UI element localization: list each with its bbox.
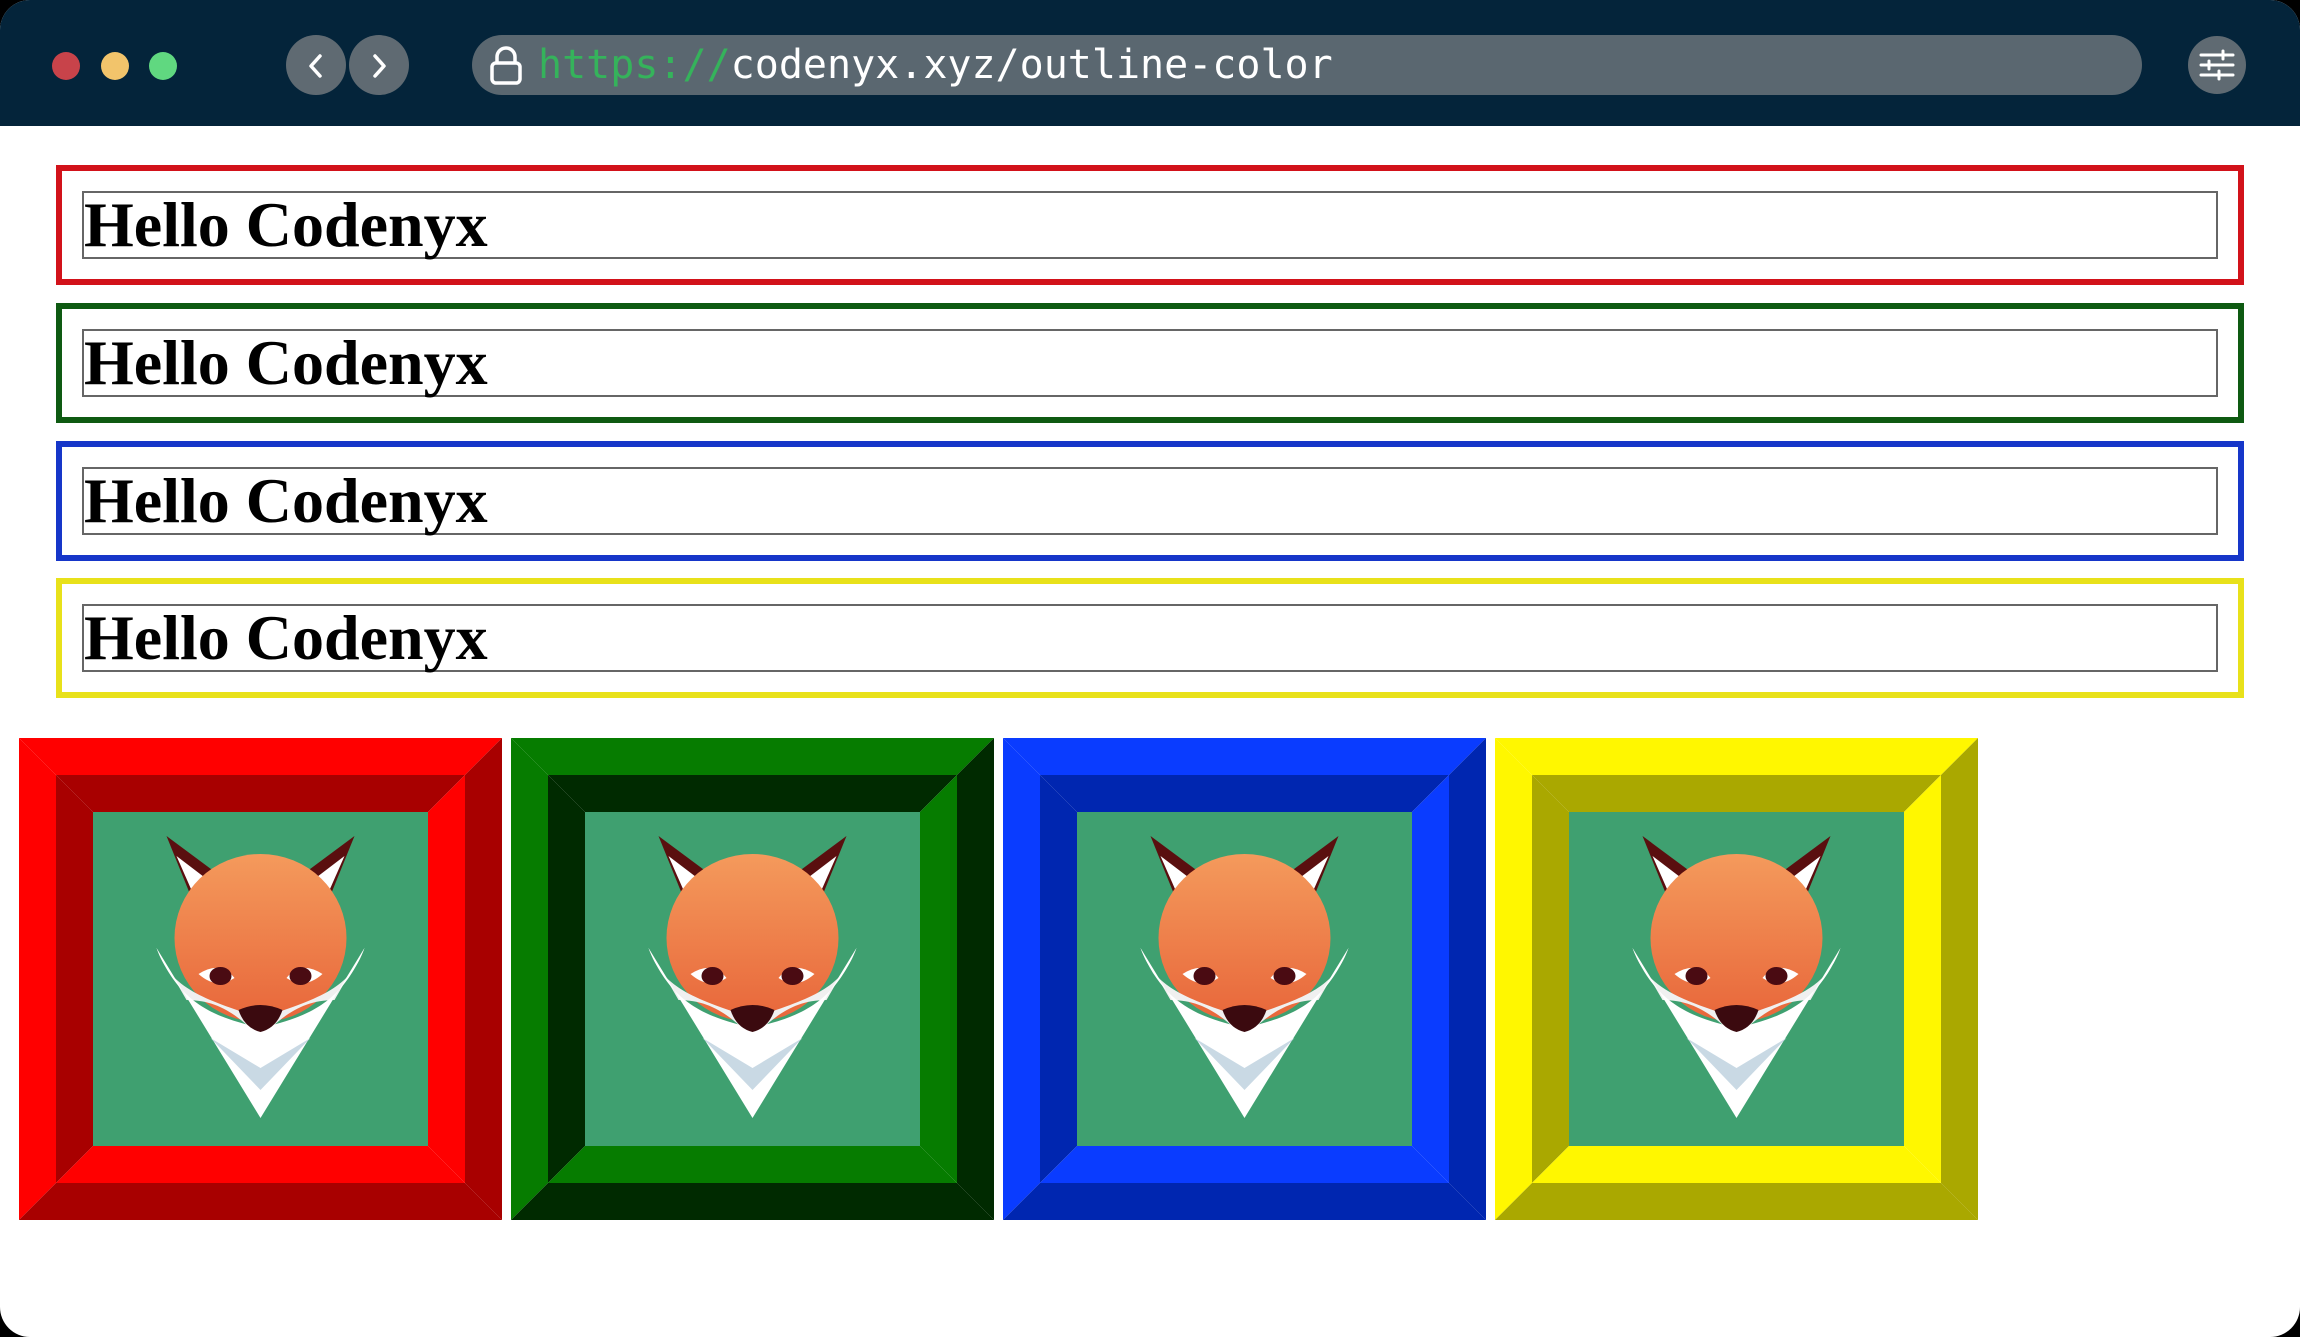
outline-frame-segment	[1412, 775, 1449, 1183]
heading-box: Hello Codenyx	[82, 189, 2218, 260]
back-button[interactable]	[286, 35, 346, 95]
heading-text: Hello Codenyx	[84, 189, 488, 260]
heading-text: Hello Codenyx	[84, 602, 488, 673]
outline-frame-segment	[19, 738, 56, 1220]
outline-frame-segment	[548, 775, 957, 812]
outline-frame-segment	[56, 775, 93, 1183]
chevron-left-icon	[309, 54, 322, 78]
sliders-icon	[2199, 49, 2235, 81]
outline-frame-segment	[957, 738, 994, 1220]
heading-box: Hello Codenyx	[82, 465, 2218, 536]
outline-frame-segment	[1003, 738, 1486, 775]
outline-frame-segment	[548, 775, 585, 1183]
heading-box: Hello Codenyx	[82, 327, 2218, 398]
outline-box-green: Hello Codenyx	[56, 303, 2244, 423]
chevron-right-icon	[373, 54, 386, 78]
outline-frame-segment	[1532, 775, 1569, 1183]
outline-frame-segment	[1941, 738, 1978, 1220]
minimize-window-button[interactable]	[101, 52, 129, 80]
outline-frame-segment	[1495, 738, 1532, 1220]
outline-frame-segment	[1003, 738, 1040, 1220]
outline-frame-segment	[511, 1183, 994, 1220]
fox-image-red-outline	[19, 738, 502, 1220]
outline-frame-segment	[19, 738, 502, 775]
outline-frame-segment	[465, 738, 502, 1220]
outline-frame-segment	[548, 1146, 957, 1183]
fox-face-icon	[1140, 836, 1349, 1118]
fox-image-blue-outline	[1003, 738, 1486, 1220]
address-bar[interactable]: https://codenyx.xyz/outline-color	[472, 35, 2142, 95]
maximize-window-button[interactable]	[149, 52, 177, 80]
forward-button[interactable]	[349, 35, 409, 95]
fox-image-yellow-outline	[1495, 738, 1978, 1220]
outline-frame-segment	[56, 775, 465, 812]
outline-frame-segment	[428, 775, 465, 1183]
fox-image-green-outline	[511, 738, 994, 1220]
outline-frame-segment	[511, 738, 548, 1220]
outline-frame-segment	[56, 1146, 465, 1183]
outline-frame-segment	[1495, 1183, 1978, 1220]
outline-frame-segment	[1532, 1146, 1941, 1183]
heading-box: Hello Codenyx	[82, 602, 2218, 673]
heading-text: Hello Codenyx	[84, 327, 488, 398]
outline-frame-segment	[1040, 775, 1449, 812]
url-text[interactable]: https://codenyx.xyz/outline-color	[538, 35, 1333, 95]
fox-face-icon	[1632, 836, 1841, 1118]
outline-box-blue: Hello Codenyx	[56, 441, 2244, 561]
outline-frame-segment	[511, 738, 994, 775]
fox-face-icon	[648, 836, 857, 1118]
outline-frame-segment	[1040, 775, 1077, 1183]
outline-frame-segment	[19, 1183, 502, 1220]
heading-text: Hello Codenyx	[84, 465, 488, 536]
url-path: codenyx.xyz/outline-color	[730, 42, 1333, 88]
outline-frame-segment	[1449, 738, 1486, 1220]
fox-face-icon	[156, 836, 365, 1118]
outline-frame-segment	[920, 775, 957, 1183]
settings-button[interactable]	[2188, 36, 2246, 94]
outline-frame-segment	[1040, 1146, 1449, 1183]
outline-box-red: Hello Codenyx	[56, 165, 2244, 285]
title-bar: https://codenyx.xyz/outline-color	[0, 0, 2300, 126]
outline-frame-segment	[1532, 775, 1941, 812]
outline-box-yellow: Hello Codenyx	[56, 578, 2244, 698]
lock-icon	[490, 46, 522, 85]
outline-frame-segment	[1904, 775, 1941, 1183]
outline-frame-segment	[1495, 738, 1978, 775]
outline-frame-segment	[1003, 1183, 1486, 1220]
url-scheme: https://	[538, 42, 731, 88]
close-window-button[interactable]	[52, 52, 80, 80]
